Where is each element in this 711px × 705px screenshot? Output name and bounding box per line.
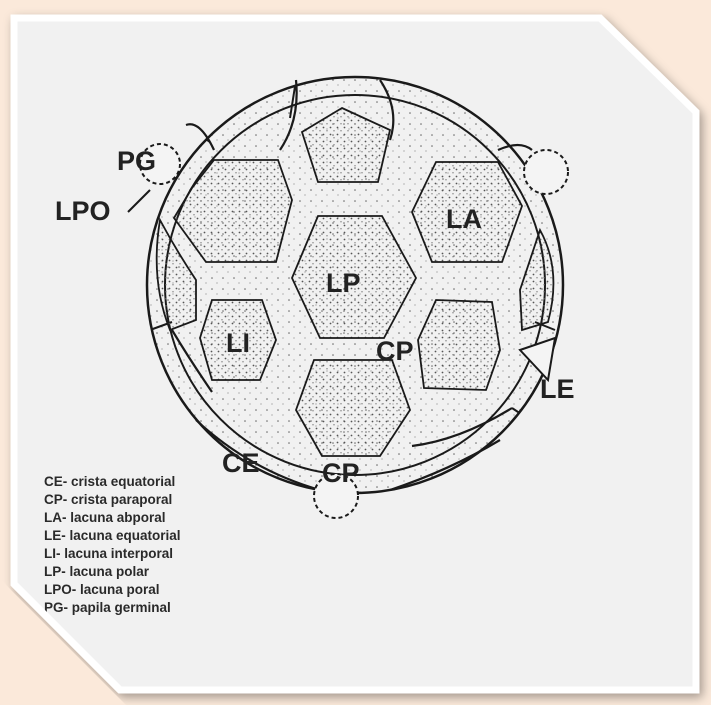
papilla-right <box>524 150 568 194</box>
label-le: LE <box>540 374 575 404</box>
label-cp-bottom: CP <box>322 458 360 488</box>
legend-item: LA- lacuna abporal <box>44 510 166 525</box>
legend-item: LP- lacuna polar <box>44 564 150 579</box>
legend-item: LI- lacuna interporal <box>44 546 173 561</box>
label-lp: LP <box>326 268 361 298</box>
label-cp-center: CP <box>376 336 414 366</box>
legend-item: PG- papila germinal <box>44 600 171 615</box>
legend-item: LPO- lacuna poral <box>44 582 160 597</box>
label-ce: CE <box>222 448 260 478</box>
legend-item: CP- crista paraporal <box>44 492 172 507</box>
label-li: LI <box>226 328 250 358</box>
label-la: LA <box>446 204 482 234</box>
label-lpo: LPO <box>55 196 111 226</box>
legend-item: CE- crista equatorial <box>44 474 175 489</box>
label-pg: PG <box>117 146 156 176</box>
lacuna-right <box>418 300 500 390</box>
legend-item: LE- lacuna equatorial <box>44 528 181 543</box>
